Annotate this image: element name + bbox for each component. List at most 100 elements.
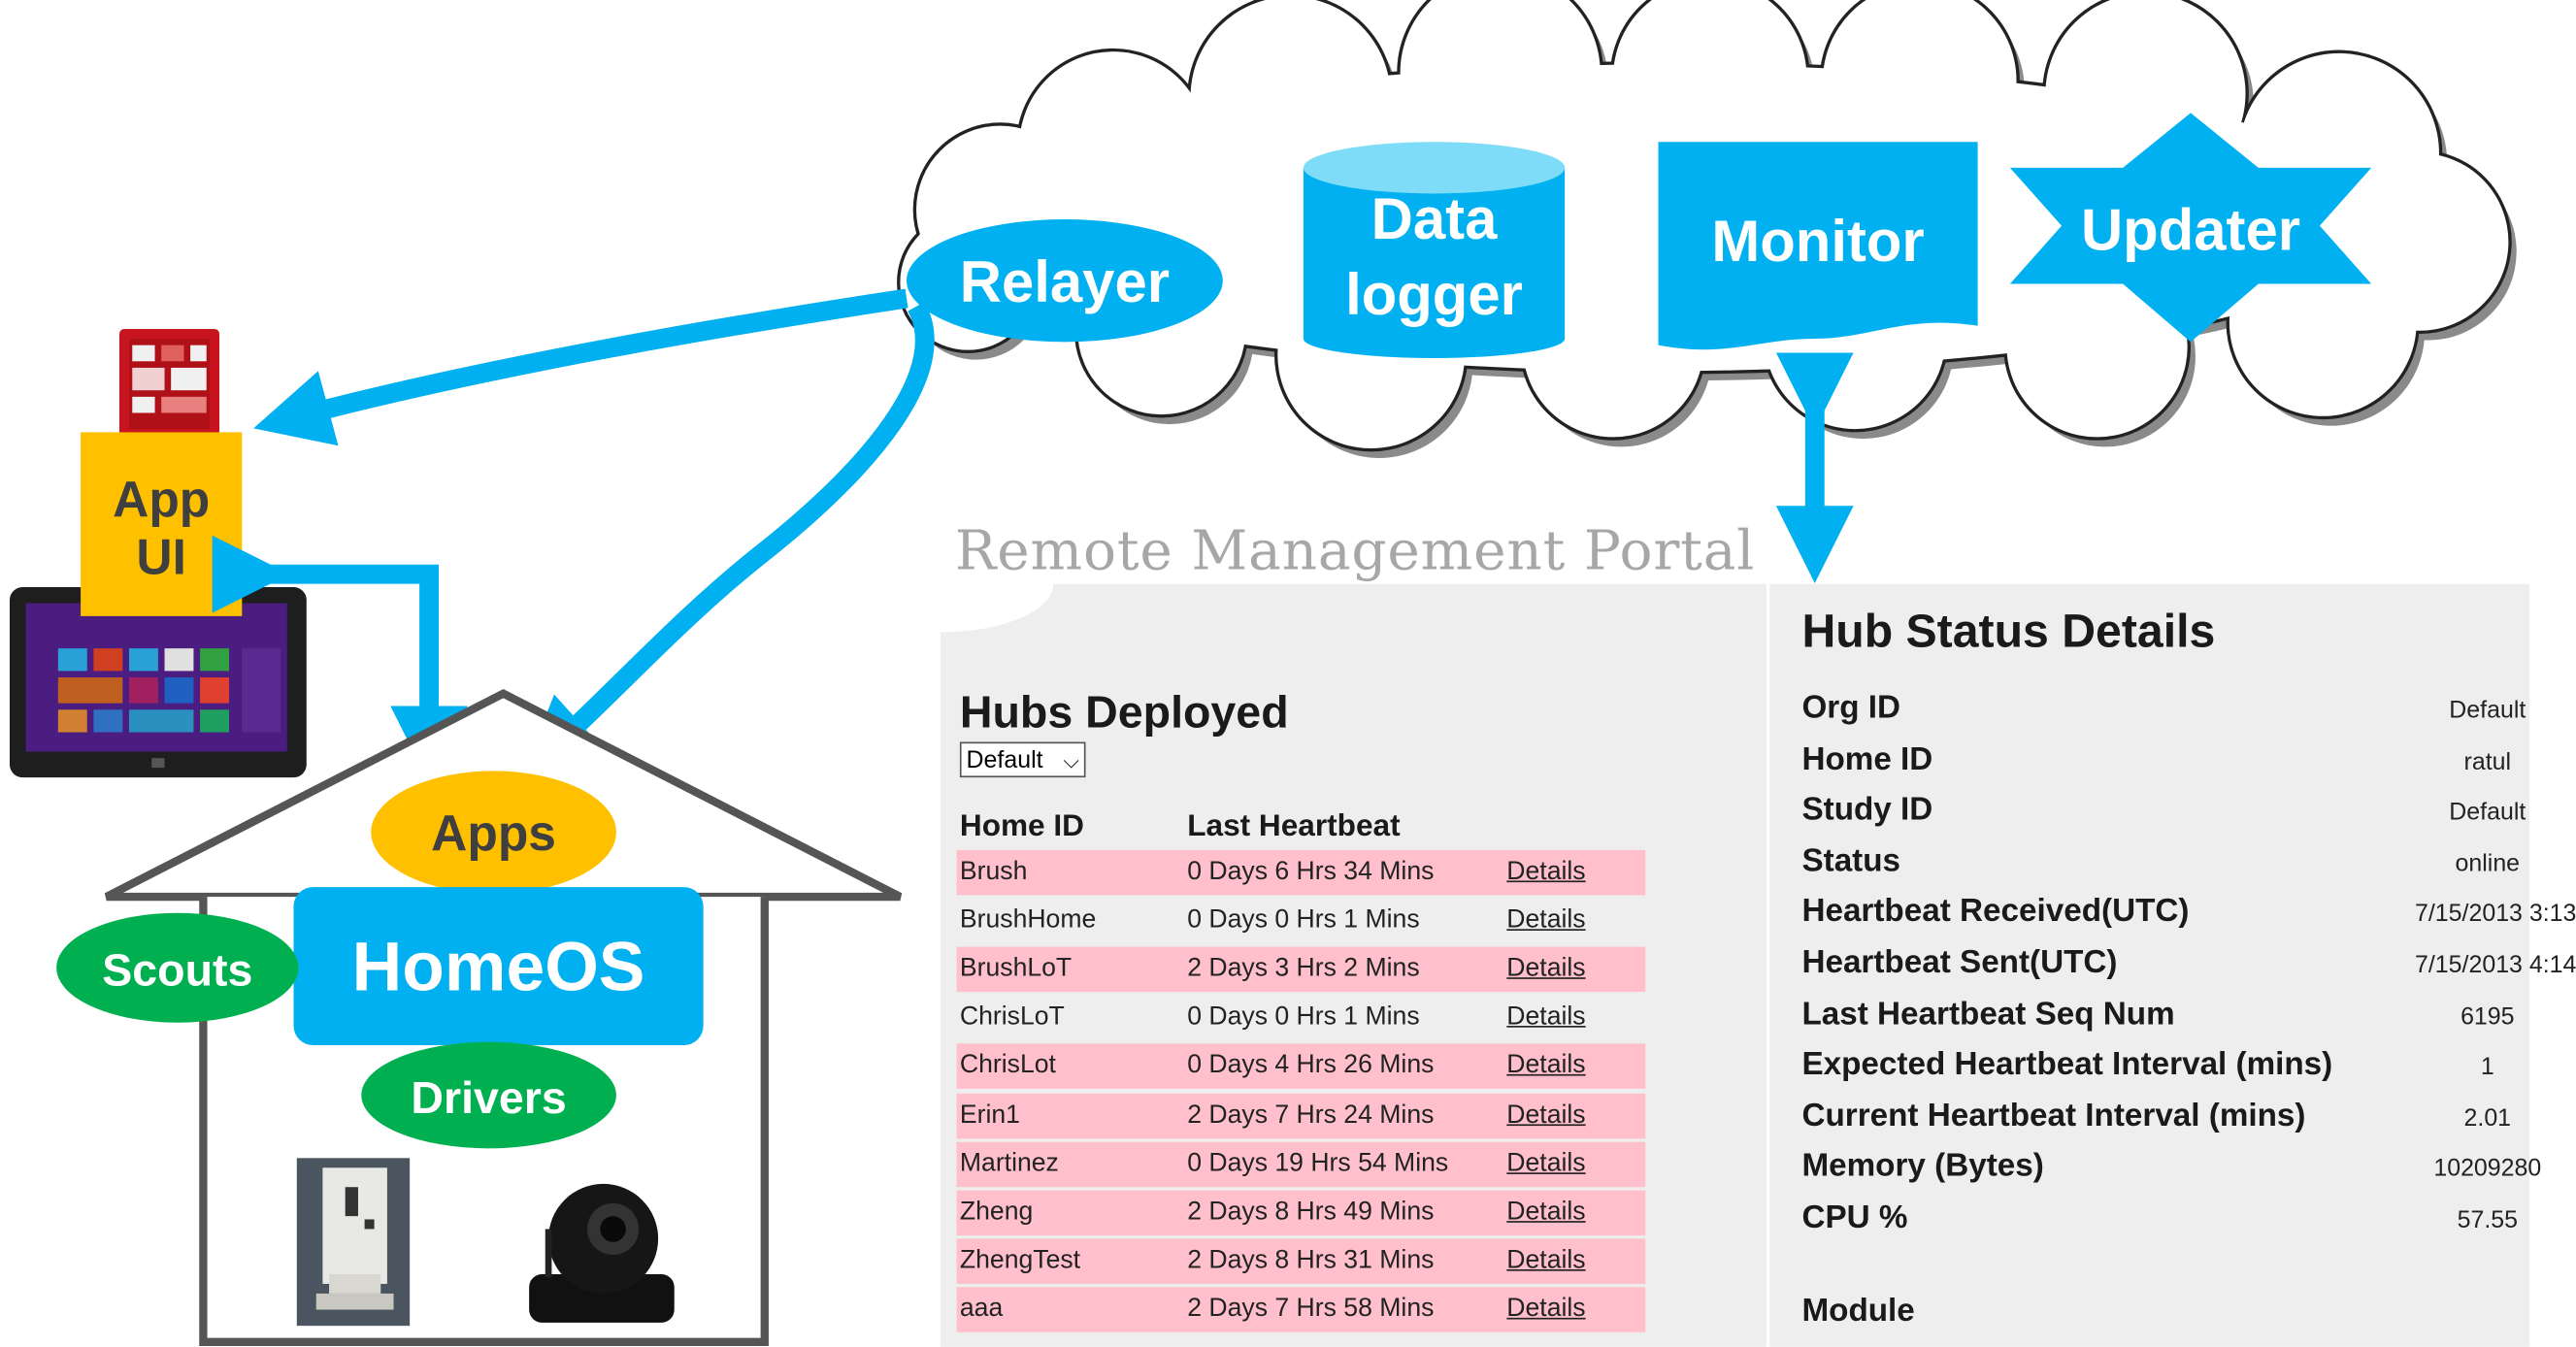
details-link[interactable]: Details	[1506, 955, 1586, 983]
updater-star: Updater	[2009, 113, 2372, 343]
org-select[interactable]: Default ⌵	[959, 741, 1086, 778]
status-field-value: ratul	[2463, 747, 2512, 775]
updater-label: Updater	[2081, 198, 2300, 263]
hub-home-id: Martinez	[959, 1149, 1059, 1177]
status-field-value: 57.55	[2457, 1206, 2518, 1234]
data-logger-label-line1: Data	[1371, 186, 1498, 251]
apps-label: Apps	[431, 805, 556, 861]
status-field-label: Heartbeat Received(UTC)	[1801, 894, 2190, 930]
hub-last-heartbeat: 2 Days 7 Hrs 58 Mins	[1187, 1295, 1435, 1323]
data-logger-database: Data logger	[1303, 142, 1566, 358]
status-field-value: online	[2455, 849, 2521, 877]
module-label: Module	[1801, 1293, 1915, 1330]
hub-last-heartbeat: 0 Days 4 Hrs 26 Mins	[1187, 1052, 1435, 1080]
status-field-label: Status	[1801, 842, 1901, 879]
drivers-label: Drivers	[411, 1072, 566, 1123]
table-row: BrushLoT 2 Days 3 Hrs 2 Mins Details	[956, 946, 1646, 993]
arrow-appui-apps	[212, 535, 468, 784]
app-ui-box: App UI	[81, 432, 243, 616]
scouts-label: Scouts	[102, 944, 252, 995]
homeos-label: HomeOS	[352, 928, 645, 1005]
hub-last-heartbeat: 2 Days 7 Hrs 24 Mins	[1187, 1101, 1435, 1129]
portal-title: Remote Management Portal	[954, 519, 1756, 584]
status-field-value: 7/15/2013 4:14	[2415, 951, 2576, 979]
status-field-label: Memory (Bytes)	[1801, 1148, 2044, 1185]
hub-status-title: Hub Status Details	[1801, 606, 2216, 659]
status-field-value: 6195	[2460, 1002, 2515, 1031]
arrow-relayer-to-phone	[253, 288, 908, 446]
table-row: Zheng 2 Days 8 Hrs 49 Mins Details	[956, 1190, 1646, 1235]
app-ui-label-line2: UI	[136, 529, 186, 585]
details-link[interactable]: Details	[1506, 1295, 1586, 1323]
hub-home-id: BrushHome	[959, 906, 1097, 935]
status-field-label: Home ID	[1801, 740, 1933, 777]
status-field-value: Default	[2449, 696, 2526, 725]
status-field-label: CPU %	[1801, 1199, 1908, 1236]
details-link[interactable]: Details	[1506, 1052, 1586, 1080]
apps-node: Apps	[371, 771, 616, 894]
details-link[interactable]: Details	[1506, 1198, 1586, 1226]
table-row: aaa 2 Days 7 Hrs 58 Mins Details	[956, 1287, 1646, 1332]
hub-last-heartbeat: 2 Days 8 Hrs 49 Mins	[1187, 1198, 1435, 1226]
details-link[interactable]: Details	[1506, 1149, 1586, 1177]
status-field-label: Org ID	[1801, 690, 1901, 726]
scouts-node: Scouts	[56, 912, 299, 1023]
phone-icon	[118, 329, 220, 440]
hub-last-heartbeat: 2 Days 8 Hrs 31 Mins	[1187, 1246, 1435, 1274]
hub-home-id: BrushLoT	[959, 955, 1073, 983]
monitor-document: Monitor	[1658, 142, 1978, 350]
status-field-value: 1	[2480, 1053, 2494, 1081]
col-header-home-id: Home ID	[959, 809, 1084, 844]
details-link[interactable]: Details	[1506, 906, 1586, 935]
details-link[interactable]: Details	[1506, 1246, 1586, 1274]
chevron-down-icon: ⌵	[1063, 748, 1079, 773]
table-row: Martinez 0 Days 19 Hrs 54 Mins Details	[956, 1141, 1646, 1187]
status-field-value: 2.01	[2463, 1104, 2512, 1133]
arrow-relayer-to-apps	[522, 301, 935, 775]
hubs-deployed-title: Hubs Deployed	[959, 687, 1289, 738]
status-field-label: Study ID	[1801, 792, 1933, 828]
relayer-label: Relayer	[960, 249, 1170, 314]
status-field-label: Heartbeat Sent(UTC)	[1801, 944, 2118, 981]
app-ui-label-line1: App	[113, 471, 210, 527]
details-link[interactable]: Details	[1506, 1003, 1586, 1032]
hub-last-heartbeat: 0 Days 6 Hrs 34 Mins	[1187, 858, 1435, 886]
hubs-deployed-panel: Hubs Deployed Default ⌵ Home ID Last Hea…	[940, 583, 1767, 1347]
hub-home-id: Zheng	[959, 1198, 1034, 1226]
hub-home-id: Erin1	[959, 1101, 1020, 1129]
table-row: ZhengTest 2 Days 8 Hrs 31 Mins Details	[956, 1238, 1646, 1284]
table-row: Brush 0 Days 6 Hrs 34 Mins Details	[956, 849, 1646, 896]
hub-last-heartbeat: 0 Days 0 Hrs 1 Mins	[1187, 1003, 1420, 1032]
panel-notch	[940, 583, 1054, 633]
drivers-node: Drivers	[361, 1041, 616, 1149]
details-link[interactable]: Details	[1506, 858, 1586, 886]
hub-home-id: ZhengTest	[959, 1246, 1081, 1274]
hub-home-id: ChrisLoT	[959, 1003, 1065, 1032]
hub-last-heartbeat: 0 Days 19 Hrs 54 Mins	[1187, 1149, 1449, 1177]
table-row: ChrisLot 0 Days 4 Hrs 26 Mins Details	[956, 1043, 1646, 1090]
org-select-value: Default	[966, 745, 1043, 773]
camera-icon	[529, 1183, 675, 1323]
table-row: Erin1 2 Days 7 Hrs 24 Mins Details	[956, 1093, 1646, 1138]
status-field-label: Last Heartbeat Seq Num	[1801, 996, 2175, 1033]
status-field-value: Default	[2449, 799, 2526, 827]
scout-device-icon	[296, 1158, 411, 1327]
status-field-value: 7/15/2013 3:13	[2415, 901, 2576, 929]
table-row: BrushHome 0 Days 0 Hrs 1 Mins Details	[957, 899, 1646, 944]
status-field-value: 10209280	[2433, 1155, 2542, 1183]
data-logger-label-line2: logger	[1345, 262, 1523, 327]
homeos-box: HomeOS	[293, 887, 704, 1045]
hub-home-id: ChrisLot	[959, 1052, 1056, 1080]
status-field-label: Expected Heartbeat Interval (mins)	[1801, 1046, 2333, 1083]
hub-last-heartbeat: 0 Days 0 Hrs 1 Mins	[1187, 906, 1420, 935]
monitor-label: Monitor	[1711, 209, 1924, 274]
details-link[interactable]: Details	[1506, 1101, 1586, 1129]
col-header-last-heartbeat: Last Heartbeat	[1187, 809, 1401, 844]
relayer-node: Relayer	[907, 219, 1223, 343]
hub-last-heartbeat: 2 Days 3 Hrs 2 Mins	[1187, 955, 1420, 983]
hub-home-id: aaa	[959, 1295, 1004, 1323]
table-row: ChrisLoT 0 Days 0 Hrs 1 Mins Details	[957, 996, 1646, 1041]
hub-home-id: Brush	[959, 858, 1028, 886]
